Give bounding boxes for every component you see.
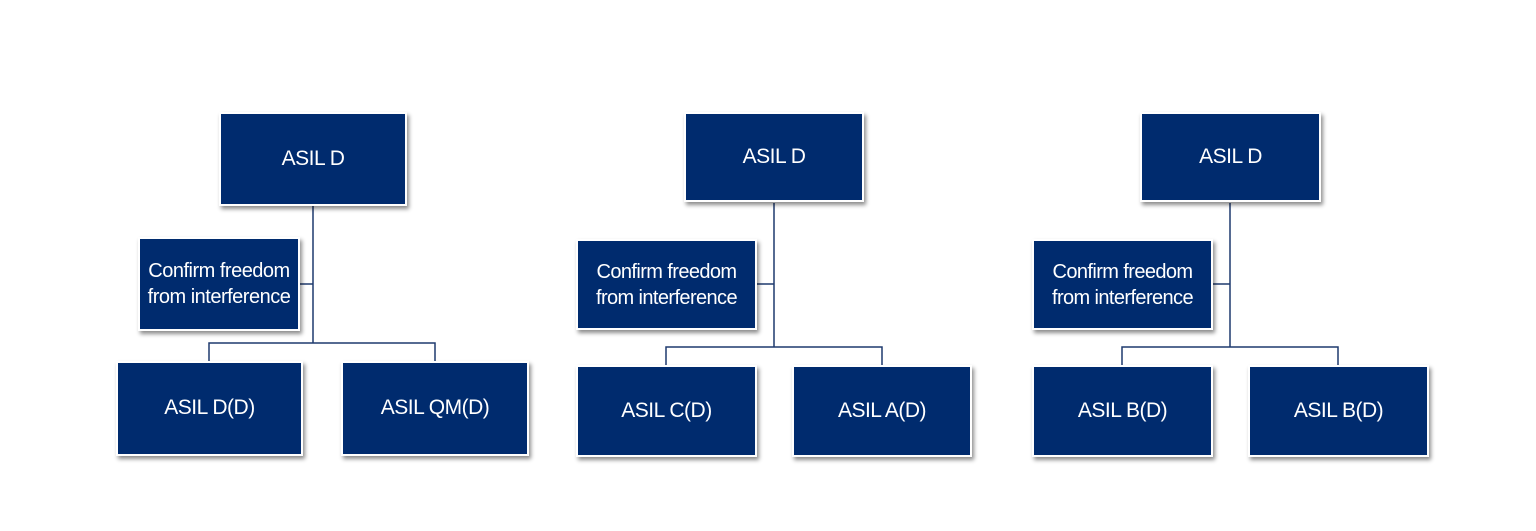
parent-box: ASIL D bbox=[684, 112, 864, 202]
connector-branch bbox=[665, 346, 883, 366]
parent-label: ASIL D bbox=[1199, 144, 1262, 168]
child-box-right: ASIL QM(D) bbox=[341, 361, 529, 456]
parent-label: ASIL D bbox=[742, 144, 806, 168]
note-box: Confirm freedom from interference bbox=[576, 239, 757, 330]
child-label: ASIL D(D) bbox=[164, 396, 255, 420]
parent-label: ASIL D bbox=[281, 146, 345, 170]
child-label: ASIL A(D) bbox=[837, 398, 927, 422]
note-box: Confirm freedom from interference bbox=[138, 237, 300, 331]
child-box-right: ASIL A(D) bbox=[792, 365, 972, 457]
child-box-left: ASIL C(D) bbox=[576, 365, 757, 457]
child-label: ASIL QM(D) bbox=[380, 396, 490, 420]
child-label: ASIL B(D) bbox=[1077, 398, 1168, 422]
child-box-left: ASIL B(D) bbox=[1032, 365, 1213, 457]
child-label: ASIL B(D) bbox=[1293, 398, 1384, 422]
child-box-left: ASIL D(D) bbox=[116, 361, 303, 456]
parent-box: ASIL D bbox=[1140, 112, 1321, 202]
note-label: Confirm freedom from interference bbox=[147, 260, 291, 308]
connector-branch bbox=[1121, 346, 1339, 366]
note-label: Confirm freedom from interference bbox=[1052, 260, 1194, 309]
connector-branch bbox=[208, 342, 436, 362]
child-box-right: ASIL B(D) bbox=[1248, 365, 1429, 457]
parent-box: ASIL D bbox=[219, 112, 407, 206]
child-label: ASIL C(D) bbox=[621, 398, 712, 422]
note-label: Confirm freedom from interference bbox=[596, 260, 738, 309]
note-box: Confirm freedom from interference bbox=[1032, 239, 1213, 330]
